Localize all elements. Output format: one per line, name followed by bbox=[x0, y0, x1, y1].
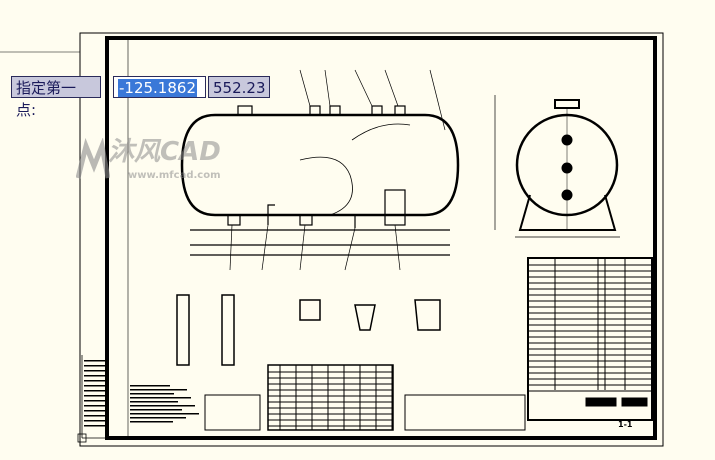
revision-line bbox=[84, 400, 106, 402]
note-line bbox=[130, 417, 186, 419]
drawing-border bbox=[105, 36, 657, 440]
note-line bbox=[130, 393, 174, 395]
note-line bbox=[130, 389, 187, 391]
watermark-url: www.mfcad.com bbox=[128, 170, 221, 181]
note-line bbox=[130, 413, 199, 415]
detail-views bbox=[176, 294, 441, 366]
ucs-icon bbox=[77, 355, 165, 443]
note-line bbox=[130, 405, 195, 407]
command-prompt-label: 指定第一点: bbox=[11, 76, 101, 119]
revision-line bbox=[84, 375, 106, 377]
y-coordinate-input[interactable]: 552.23 bbox=[208, 76, 270, 98]
watermark-logo-icon bbox=[76, 138, 110, 179]
vessel-end-view bbox=[494, 95, 620, 238]
x-coordinate-value: -125.1862 bbox=[118, 79, 197, 97]
notes-text bbox=[84, 360, 199, 427]
vessel-side-view bbox=[180, 69, 460, 271]
note-line bbox=[130, 385, 170, 387]
revision-line bbox=[84, 395, 106, 397]
bom-table bbox=[527, 257, 653, 421]
note-line bbox=[130, 401, 178, 403]
revision-line bbox=[84, 390, 106, 392]
outer-frame bbox=[79, 32, 664, 447]
revision-line bbox=[84, 380, 106, 382]
note-line bbox=[130, 409, 182, 411]
revision-line bbox=[84, 370, 106, 372]
revision-line bbox=[84, 410, 106, 412]
nozzle-table bbox=[204, 364, 526, 431]
revision-line bbox=[84, 385, 106, 387]
note-line bbox=[130, 421, 173, 423]
revision-line bbox=[84, 365, 106, 367]
revision-line bbox=[84, 425, 106, 427]
revision-line bbox=[84, 415, 106, 417]
revision-line bbox=[84, 405, 106, 407]
sheet-number: 1-1 bbox=[618, 420, 633, 429]
note-line bbox=[130, 397, 191, 399]
watermark-brand: 沐风CAD bbox=[108, 137, 221, 167]
x-coordinate-input[interactable]: -125.1862 bbox=[113, 76, 206, 98]
revision-line bbox=[84, 360, 106, 362]
revision-line bbox=[84, 420, 106, 422]
